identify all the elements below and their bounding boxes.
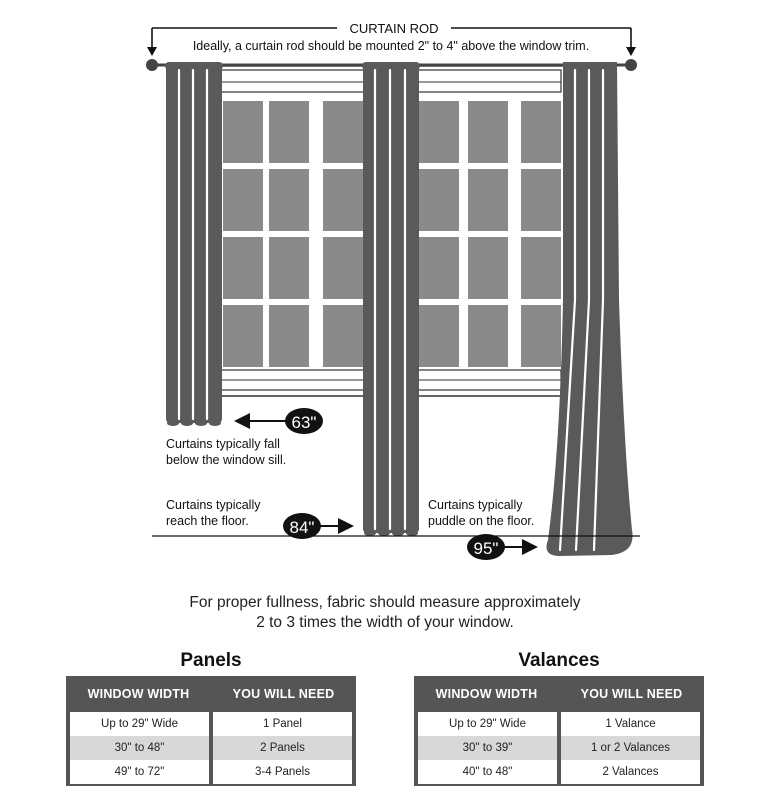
rod-left-arrow [147, 47, 157, 56]
fullness-note: For proper fullness, fabric should measu… [0, 593, 770, 633]
table-row: 30" to 39" 1 or 2 Valances [418, 736, 700, 760]
window-pane [419, 169, 459, 231]
window-pane [323, 305, 363, 367]
window-pane [521, 237, 561, 299]
window-pane [223, 305, 263, 367]
caption-84-line2: reach the floor. [166, 514, 249, 528]
valances-title: Valances [518, 650, 600, 671]
valances-cell-width: 30" to 39" [418, 736, 557, 760]
window-pane [269, 101, 309, 163]
window-pane [269, 237, 309, 299]
valances-header-width: WINDOW WIDTH [435, 687, 538, 701]
window-pane [323, 101, 363, 163]
panels-cell-need: 2 Panels [209, 736, 352, 760]
panels-cell-width: 49" to 72" [70, 760, 209, 784]
curtain-95 [546, 62, 633, 556]
window-pane [521, 305, 561, 367]
curtains [165, 62, 633, 556]
curtain-63 [165, 62, 223, 426]
length-95-value: 95" [474, 539, 499, 558]
panels-cell-width: Up to 29" Wide [70, 712, 209, 736]
window-pane [468, 305, 508, 367]
table-row: Up to 29" Wide 1 Panel [70, 712, 352, 736]
window-pane [269, 305, 309, 367]
rod-finial-left [146, 59, 158, 71]
panels-cell-need: 3-4 Panels [209, 760, 352, 784]
caption-63-line2: below the window sill. [166, 453, 287, 467]
valances-header-need: YOU WILL NEED [580, 687, 683, 701]
panels-header-width: WINDOW WIDTH [87, 687, 190, 701]
table-row: 40" to 48" 2 Valances [418, 760, 700, 784]
window-pane [419, 305, 459, 367]
panels-header-need: YOU WILL NEED [232, 687, 335, 701]
panels-table: WINDOW WIDTH YOU WILL NEED Up to 29" Wid… [66, 676, 356, 786]
rod-finial-right [625, 59, 637, 71]
window-pane [521, 101, 561, 163]
window-pane [269, 169, 309, 231]
caption-63: Curtains typically fall below the window… [166, 436, 286, 468]
fullness-line2: 2 to 3 times the width of your window. [256, 614, 514, 631]
curtain-diagram: CURTAIN ROD Ideally, a curtain rod shoul… [146, 21, 640, 560]
caption-95-line1: Curtains typically [428, 498, 523, 512]
caption-84: Curtains typically reach the floor. [166, 497, 260, 529]
valances-cell-need: 1 or 2 Valances [557, 736, 700, 760]
panels-cell-need: 1 Panel [209, 712, 352, 736]
rod-dimension-line [151, 27, 632, 50]
table-row: 30" to 48" 2 Panels [70, 736, 352, 760]
fullness-line1: For proper fullness, fabric should measu… [189, 594, 581, 611]
table-row: Up to 29" Wide 1 Valance [418, 712, 700, 736]
length-84-value: 84" [290, 518, 315, 537]
valances-cell-width: 40" to 48" [418, 760, 557, 784]
caption-84-line1: Curtains typically [166, 498, 261, 512]
table-row: 49" to 72" 3-4 Panels [70, 760, 352, 784]
window-pane [468, 101, 508, 163]
panels-cell-width: 30" to 48" [70, 736, 209, 760]
valances-cell-need: 2 Valances [557, 760, 700, 784]
curtain-84 [362, 62, 420, 536]
window-panes [223, 101, 561, 367]
window-pane [223, 101, 263, 163]
valances-cell-width: Up to 29" Wide [418, 712, 557, 736]
window-pane [223, 169, 263, 231]
window-pane [419, 237, 459, 299]
window-pane [521, 169, 561, 231]
caption-63-line1: Curtains typically fall [166, 437, 280, 451]
window-pane [468, 237, 508, 299]
length-95-marker: 95" [467, 534, 538, 560]
length-84-marker: 84" [283, 513, 354, 539]
caption-95-line2: puddle on the floor. [428, 514, 535, 528]
panels-title: Panels [180, 650, 242, 671]
length-63-marker: 63" [234, 408, 323, 434]
window-pane [419, 101, 459, 163]
valances-table-header: WINDOW WIDTH YOU WILL NEED [414, 676, 704, 712]
valances-cell-need: 1 Valance [557, 712, 700, 736]
length-63-value: 63" [292, 413, 317, 432]
rod-right-arrow [626, 47, 636, 56]
caption-95: Curtains typically puddle on the floor. [428, 497, 534, 529]
window-pane [323, 237, 363, 299]
window-pane [323, 169, 363, 231]
window-pane [223, 237, 263, 299]
panels-table-header: WINDOW WIDTH YOU WILL NEED [66, 676, 356, 712]
rod-title: CURTAIN ROD [349, 21, 438, 36]
rod-note: Ideally, a curtain rod should be mounted… [193, 39, 589, 53]
window-pane [468, 169, 508, 231]
